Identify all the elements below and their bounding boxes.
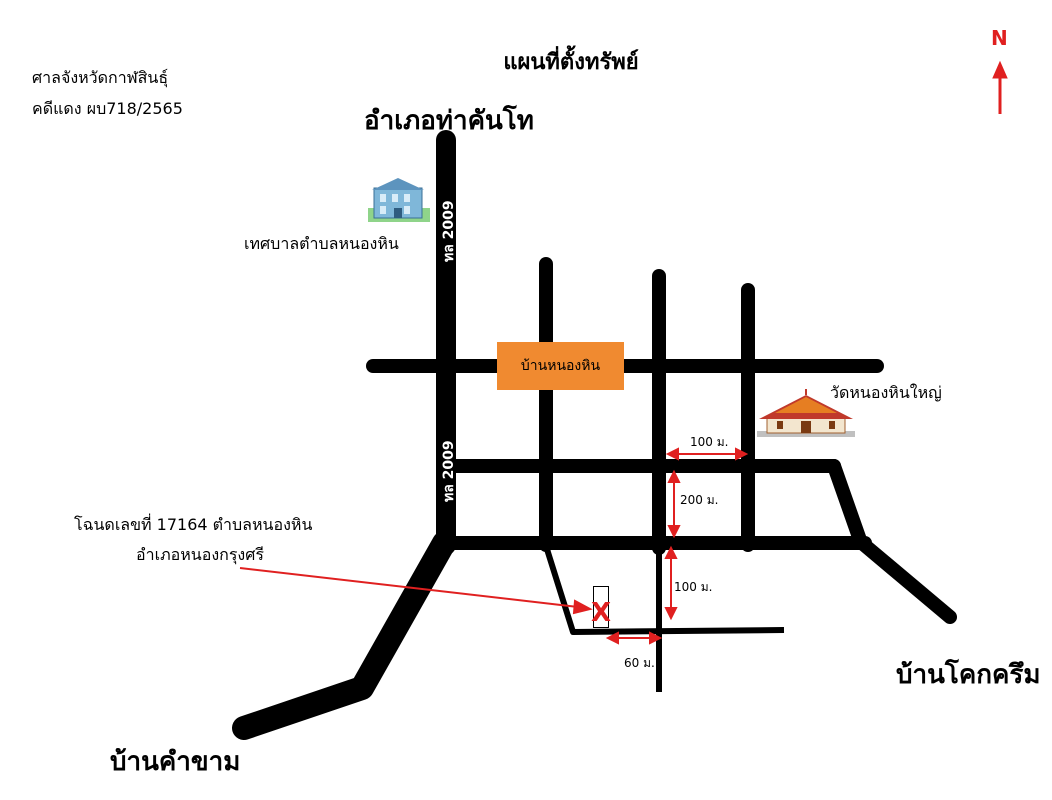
label-highway-bottom: ทล 2009 [441, 440, 457, 502]
parcel-district-line: อำเภอหนองกรุงศรี [136, 545, 264, 564]
label-village: บ้านหนองหิน [520, 358, 601, 374]
distance-60m: 60 ม. [624, 656, 655, 670]
case-number: คดีแดง ผบ718/2565 [32, 99, 183, 118]
north-label: N [991, 26, 1008, 50]
label-district-tha-khantho: อำเภอท่าคันโท [364, 106, 534, 136]
court-name: ศาลจังหวัดกาฬสินธุ์ [32, 68, 169, 87]
dimension-arrow-100m-mid [664, 545, 678, 621]
road-small-access [543, 545, 785, 635]
map-title: แผนที่ตั้งทรัพย์ [503, 50, 639, 75]
label-temple: วัดหนองหินใหญ่ [830, 383, 942, 402]
dimension-arrow-100m-top [665, 447, 749, 461]
road-diagonal-right-upper [827, 459, 867, 547]
label-municipality: เทศบาลตำบลหนองหิน [244, 234, 399, 253]
parcel-mark: X [591, 598, 612, 628]
distance-200m: 200 ม. [680, 493, 719, 507]
parcel-deed-line: โฉนดเลขที่ 17164 ตำบลหนองหิน [74, 515, 313, 534]
parcel-pointer-arrow [239, 567, 593, 615]
label-highway-top: ทล 2009 [441, 200, 457, 262]
parcel-outline [593, 586, 609, 628]
label-ban-khok-khruem: บ้านโคกครึม [896, 660, 1041, 690]
dimension-arrow-60m [605, 631, 663, 645]
road-to-ban-kham-kham [232, 531, 456, 740]
village-box: บ้านหนองหิน [497, 342, 624, 390]
building-icon [368, 178, 430, 222]
north-arrow-icon [992, 60, 1008, 114]
label-ban-kham-kham: บ้านคำขาม [110, 747, 241, 777]
road-to-ban-khok-khruem [855, 536, 957, 624]
dimension-arrow-200m [667, 469, 681, 539]
distance-100m-mid: 100 ม. [674, 580, 713, 594]
temple-icon [757, 389, 855, 437]
distance-100m-top: 100 ม. [690, 435, 729, 449]
